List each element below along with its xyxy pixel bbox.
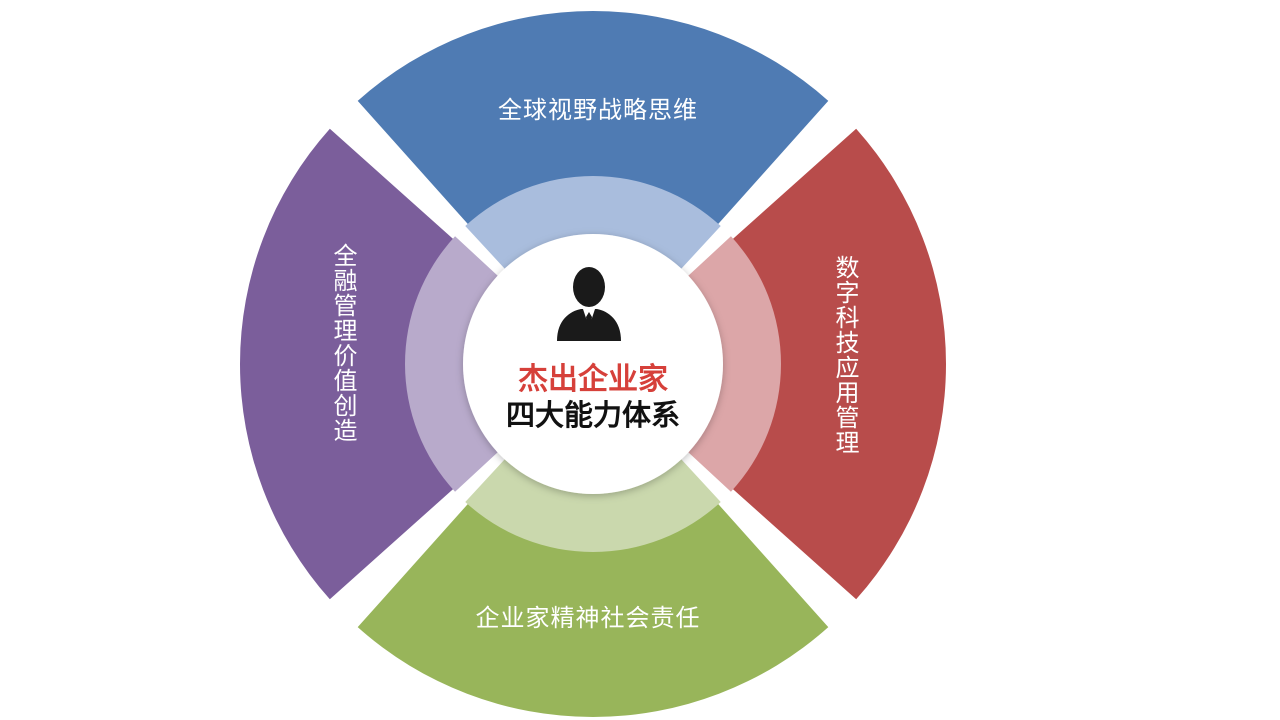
segment-right: [695, 128, 947, 600]
segment-bottom: [357, 466, 829, 718]
segment-left: [239, 128, 491, 600]
center-circle: [463, 234, 723, 494]
center-title-line2: 四大能力体系: [505, 398, 681, 432]
ring-segment-right: [686, 236, 781, 492]
segment-top: [357, 10, 829, 262]
segment-label-right: 数字科技应用管理: [831, 255, 859, 455]
segment-label-top: 全球视野战略思维: [498, 96, 698, 124]
ring-segment-bottom: [465, 457, 721, 552]
segment-label-bottom: 企业家精神社会责任: [475, 604, 701, 632]
ring-segment-top: [465, 176, 721, 271]
ring-segment-left: [405, 236, 500, 492]
businessman-icon: [557, 267, 621, 341]
center-title-line1: 杰出企业家: [518, 362, 668, 397]
segment-label-left: 全融管理价值创造: [329, 243, 357, 443]
